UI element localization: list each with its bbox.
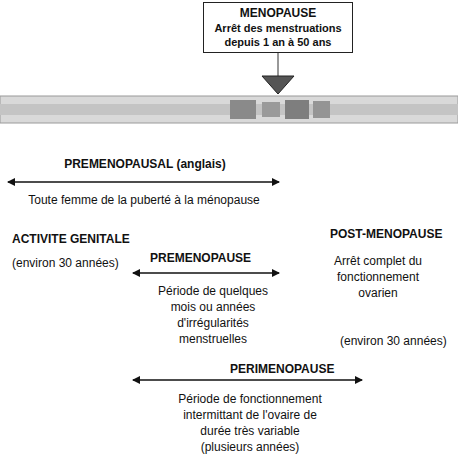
- period-note: Période de quelques mois ou années d'irr…: [155, 283, 271, 347]
- timeline-segment: [230, 100, 256, 119]
- timeline-segment: [313, 101, 330, 118]
- event-box: MENOPAUSEArrêt des menstruations depuis …: [203, 2, 353, 53]
- period-arrow: [133, 379, 362, 380]
- timeline-core: [0, 104, 458, 115]
- period-note: (environ 30 années): [12, 255, 142, 271]
- period-title: ACTIVITE GENITALE: [12, 231, 142, 247]
- period-title: PERIMENOPAUSE: [230, 361, 360, 377]
- period-title: PREMENOPAUSE: [150, 250, 270, 266]
- node-text: Arrêt des menstruations depuis 1 an à 50…: [208, 21, 348, 49]
- period-note: Toute femme de la puberté à la ménopause: [8, 192, 280, 208]
- period-note: (environ 30 années): [340, 333, 458, 349]
- period-note: Période de fonctionnement intermittant d…: [175, 391, 325, 455]
- timeline-segment: [262, 102, 280, 117]
- period-title: POST-MENOPAUSE: [330, 226, 455, 242]
- pointer-head: [262, 76, 294, 94]
- pointer-stem: [278, 50, 279, 78]
- period-arrow: [8, 181, 279, 182]
- period-arrow: [133, 272, 279, 273]
- timeline-band: [0, 96, 458, 123]
- timeline-segment: [285, 100, 309, 119]
- node-title: MENOPAUSE: [208, 6, 348, 21]
- period-note: Arrêt complet du fonctionnement ovarien: [325, 253, 431, 301]
- period-title: PREMENOPAUSAL (anglais): [40, 156, 250, 172]
